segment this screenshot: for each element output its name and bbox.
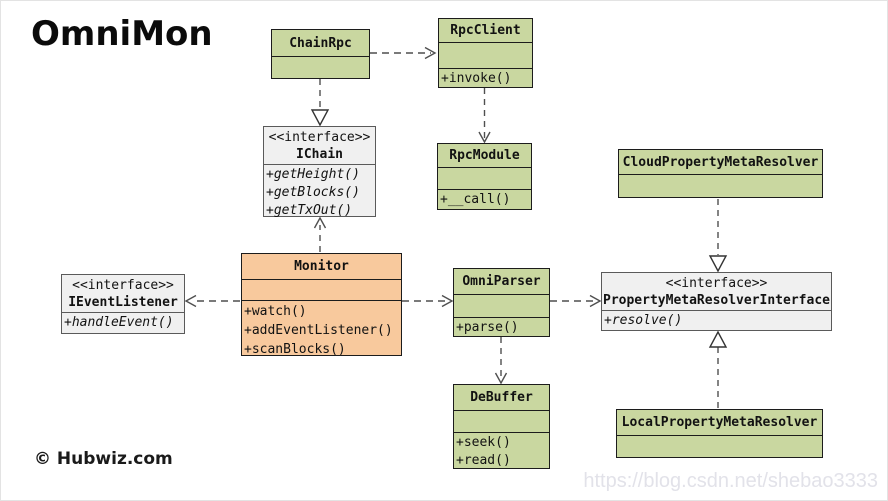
method: +parse() [456,320,519,335]
empty-compartment [438,167,531,189]
methods-compartment: +seek() +read() [454,432,549,470]
class-name: RpcClient [450,23,521,38]
copyright-label: © Hubwiz.com [34,449,173,469]
interface-box-propertymetaresolverinterface: <<interface>> PropertyMetaResolverInterf… [601,272,832,331]
interface-name: IChain [296,146,343,162]
class-name: DeBuffer [470,390,533,405]
methods-compartment: +handleEvent() [62,312,184,333]
method: +seek() [456,435,511,450]
empty-compartment [242,279,401,300]
method: +handleEvent() [64,315,174,330]
method: +scanBlocks() [244,342,346,357]
class-box-monitor: Monitor +watch() +addEventListener() +sc… [241,253,402,359]
methods-compartment: +__call() [438,189,531,209]
dependency-monitor-omniparser [402,294,454,308]
class-box-localpropertymetaresolver: LocalPropertyMetaResolver [616,409,823,458]
interface-stereotype: <<interface>> [72,277,174,293]
class-name: Monitor [294,259,349,274]
realization-chainrpc-ichain [310,79,330,127]
class-name: CloudPropertyMetaResolver [622,154,819,170]
method: +getTxOut() [266,203,353,218]
dependency-chainrpc-rpcclient [370,46,437,60]
interface-name: IEventListener [68,294,178,310]
method: +watch() [244,304,307,319]
method: +addEventListener() [244,323,393,338]
realization-localresolver-resolverinterface [708,330,728,408]
method: +__call() [440,192,511,207]
interface-box-ichain: <<interface>> IChain +getHeight() +getBl… [263,126,376,220]
interface-stereotype: <<interface>> [665,275,768,291]
dependency-omniparser-debuffer [494,337,508,385]
watermark-text: https://blog.csdn.net/shebao3333 [583,470,878,492]
methods-compartment: +getHeight() +getBlocks() +getTxOut() [264,164,375,220]
class-name: LocalPropertyMetaResolver [621,415,818,430]
interface-box-ieventlistener: <<interface>> IEventListener +handleEven… [61,274,185,334]
page-title: OmniMon [31,14,213,54]
class-name: ChainRpc [289,35,352,51]
interface-name: PropertyMetaResolverInterface [603,292,830,308]
interface-header: <<interface>> IEventListener [62,275,184,312]
empty-compartment [439,42,532,68]
method: +invoke() [441,71,512,86]
interface-header: <<interface>> PropertyMetaResolverInterf… [602,273,831,310]
class-box-rpcclient: RpcClient +invoke() [438,18,533,88]
class-box-rpcmodule: RpcModule +__call() [437,143,532,210]
class-box-cloudpropertymetaresolver: CloudPropertyMetaResolver [618,149,823,198]
method: +read() [456,453,511,468]
method: +getBlocks() [266,185,360,200]
interface-header: <<interface>> IChain [264,127,375,164]
empty-compartment [617,435,822,457]
methods-compartment: +watch() +addEventListener() +scanBlocks… [242,300,401,359]
empty-compartment [454,410,549,432]
realization-cloudresolver-resolverinterface [708,199,728,273]
method: +resolve() [604,313,683,328]
class-name: RpcModule [449,148,520,163]
class-box-debuffer: DeBuffer +seek() +read() [453,384,550,469]
class-name: OmniParser [462,274,541,289]
methods-compartment: +invoke() [439,68,532,88]
dependency-monitor-ieventlistener [184,294,240,308]
class-box-chainrpc: ChainRpc [271,29,370,79]
empty-compartment [454,294,549,317]
method: +getHeight() [266,167,360,182]
class-box-omniparser: OmniParser +parse() [453,268,550,337]
dependency-rpcclient-rpcmodule [478,88,491,144]
empty-compartment [272,56,369,78]
empty-compartment [619,174,822,197]
interface-stereotype: <<interface>> [268,129,371,145]
methods-compartment: +resolve() [602,310,831,330]
methods-compartment: +parse() [454,317,549,337]
dependency-omniparser-resolverinterface [550,294,602,308]
dependency-monitor-ichain [313,216,327,252]
